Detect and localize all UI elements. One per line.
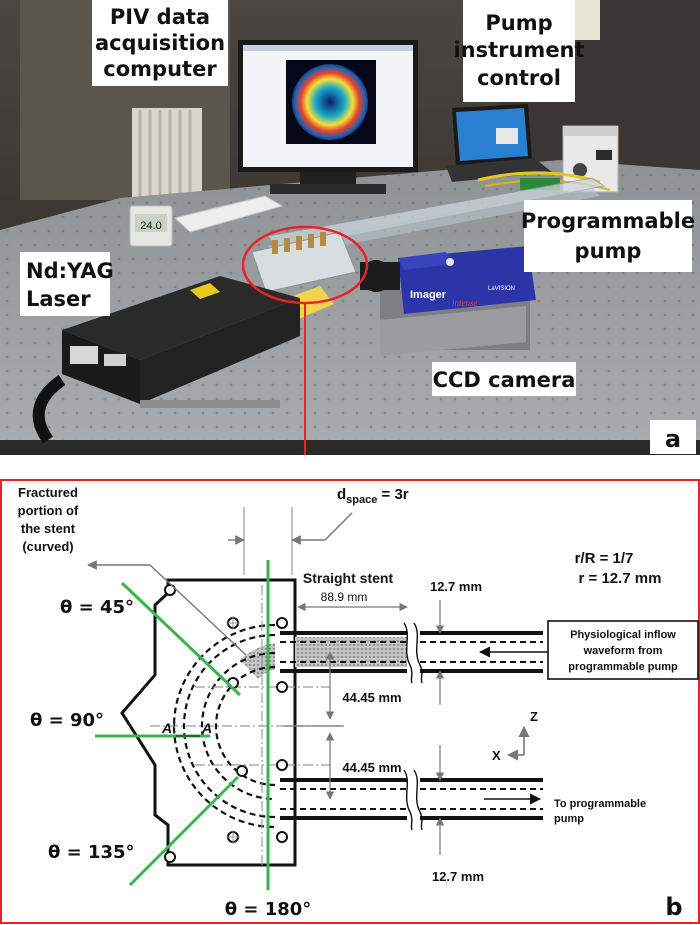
- svg-text:24.0: 24.0: [140, 220, 161, 232]
- svg-text:44.45 mm: 44.45 mm: [342, 760, 401, 775]
- svg-text:12.7 mm: 12.7 mm: [432, 869, 484, 884]
- bolt-holes: [164, 584, 288, 863]
- dim-127-bottom: 12.7 mm: [432, 745, 484, 884]
- svg-text:CCD camera: CCD camera: [433, 368, 576, 392]
- straight-stent-label: Straight stent: [303, 570, 394, 586]
- svg-text:waveform from: waveform from: [583, 645, 663, 657]
- keyboard: [173, 195, 284, 233]
- svg-text:dspace = 3r: dspace = 3r: [337, 486, 409, 506]
- digital-clock: 24.0: [129, 205, 173, 247]
- panel-label-b: b: [665, 893, 682, 921]
- ccd-camera: Imager intense LaVISION: [360, 246, 536, 356]
- angle-lines: [95, 560, 270, 890]
- piv-velocity-field: [292, 64, 368, 140]
- svg-text:12.7 mm: 12.7 mm: [430, 579, 482, 594]
- theta-180-label: θ = 180°: [225, 899, 312, 920]
- fractured-stent-curved: [240, 643, 275, 679]
- label-laser: Nd:YAG Laser: [20, 252, 114, 316]
- svg-text:Imager: Imager: [410, 289, 447, 301]
- theta-135-label: θ = 135°: [48, 842, 135, 863]
- to-pump-line1: To programmable: [554, 798, 646, 810]
- label-a: A: [201, 720, 212, 736]
- label-ccd-camera: CCD camera: [432, 362, 576, 396]
- schematic-frame: [0, 479, 700, 924]
- svg-text:LaVISION: LaVISION: [488, 286, 515, 292]
- panel-label-a: a: [650, 420, 696, 454]
- svg-text:programmable pump: programmable pump: [568, 661, 678, 673]
- svg-text:acquisition: acquisition: [95, 31, 225, 55]
- svg-text:Z: Z: [530, 709, 538, 724]
- fractured-stent-label: Fractured portion of the stent (curved): [18, 485, 247, 656]
- pump-control-laptop: [446, 104, 552, 182]
- svg-text:intense: intense: [452, 298, 478, 308]
- label-programmable-pump: Programmable pump: [521, 200, 695, 272]
- radiator: [132, 108, 202, 204]
- svg-text:(curved): (curved): [22, 539, 73, 554]
- construction-lines: [150, 585, 340, 865]
- theta-135-line: [128, 775, 240, 887]
- svg-text:the stent: the stent: [21, 521, 76, 536]
- nd-yag-laser: [32, 276, 300, 444]
- inlet-pipe: [280, 622, 543, 684]
- label-piv-computer: PIV data acquisition computer: [92, 0, 228, 86]
- svg-text:instrument: instrument: [453, 38, 584, 62]
- svg-text:X: X: [492, 748, 501, 763]
- svg-text:Programmable: Programmable: [521, 209, 695, 233]
- svg-text:Pump: Pump: [485, 11, 552, 35]
- to-pump-line2: pump: [554, 813, 584, 825]
- stent-test-section: [251, 231, 357, 293]
- svg-text:Fractured: Fractured: [18, 485, 78, 500]
- dim-127-top: 12.7 mm: [430, 579, 482, 705]
- label-pump-control: Pump instrument control: [453, 0, 585, 102]
- piv-monitor: [238, 40, 418, 194]
- coordinate-axes: Z X: [492, 709, 538, 763]
- schematic-panel: dspace = 3r Fractured portion of the ste…: [0, 479, 700, 924]
- svg-text:control: control: [477, 66, 561, 90]
- svg-text:pump: pump: [575, 239, 642, 263]
- theta-90-label: θ = 90°: [30, 710, 104, 731]
- ratio-label: r/R = 1/7: [575, 550, 634, 567]
- dspace-dimension: dspace = 3r: [228, 486, 409, 575]
- svg-text:44.45 mm: 44.45 mm: [342, 690, 401, 705]
- theta-45-label: θ = 45°: [60, 597, 134, 618]
- label-a-prime: A’: [161, 720, 176, 736]
- outlet-pipe: [280, 769, 543, 831]
- svg-text:a: a: [665, 425, 681, 453]
- svg-text:Physiological inflow: Physiological inflow: [570, 629, 676, 641]
- svg-text:computer: computer: [103, 57, 217, 81]
- svg-text:PIV data: PIV data: [110, 5, 210, 29]
- theta-45-line: [120, 581, 242, 697]
- svg-text:Nd:YAG: Nd:YAG: [26, 259, 114, 283]
- inflow-box: Physiological inflow waveform from progr…: [547, 620, 699, 680]
- length-889: 88.9 mm: [321, 590, 368, 604]
- photo-panel: 24.0: [0, 0, 700, 455]
- svg-text:Laser: Laser: [26, 287, 91, 311]
- dim-4445: 44.45 mm 44.45 mm: [284, 651, 402, 800]
- radius-label: r = 12.7 mm: [579, 570, 662, 587]
- svg-text:portion of: portion of: [18, 503, 79, 518]
